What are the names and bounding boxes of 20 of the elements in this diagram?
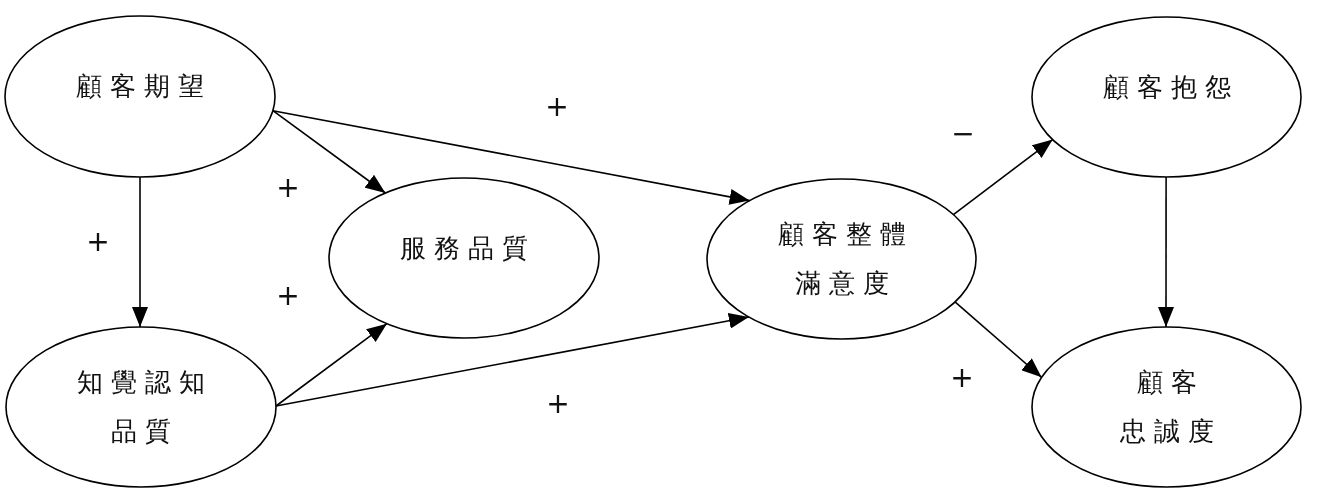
arrow — [272, 109, 387, 194]
arrow — [132, 176, 148, 328]
arrow — [1158, 176, 1174, 328]
node-label: 顧客抱怨 — [1101, 70, 1239, 104]
oval-node — [706, 178, 977, 340]
node-label: 知覺認知品質 — [76, 366, 213, 448]
node-label: 顧客整體滿意度 — [776, 218, 914, 300]
arrow — [275, 312, 750, 407]
arrow — [954, 301, 1043, 379]
arrow — [272, 109, 751, 205]
node-label: 顧客忠誠度 — [1118, 366, 1222, 448]
arrow — [275, 322, 388, 407]
node-label: 服務品質 — [399, 231, 536, 265]
oval-node — [5, 326, 277, 488]
oval-node — [1031, 326, 1302, 488]
oval-node — [328, 177, 600, 339]
arrow — [952, 138, 1054, 216]
oval-node — [4, 15, 276, 178]
node-label: 顧客期望 — [75, 70, 212, 103]
oval-node — [1031, 16, 1302, 178]
